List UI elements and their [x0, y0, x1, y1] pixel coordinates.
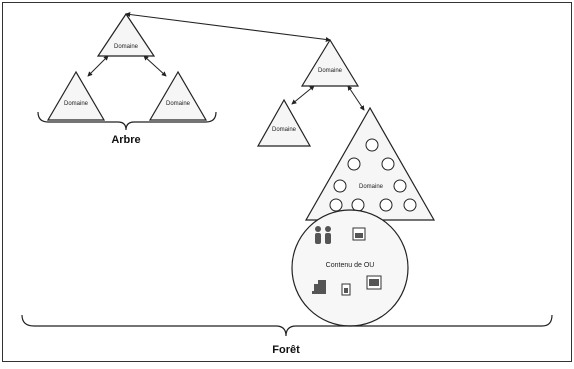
domain-label: Domaine	[64, 101, 89, 107]
tree-brace	[37, 111, 217, 131]
ou-node	[393, 179, 407, 193]
trust-link-root-child	[291, 85, 315, 105]
domain-label: Domaine	[166, 101, 191, 107]
domain-label: Domaine	[114, 44, 139, 50]
domain-label: Domaine	[359, 184, 384, 190]
domain-label: Domaine	[272, 127, 297, 133]
ou-node	[365, 138, 379, 152]
domain-tree-left[interactable]: Domaine	[46, 70, 106, 121]
trust-link-tree-left	[87, 55, 109, 77]
forest-brace	[21, 314, 553, 337]
file-icon	[341, 283, 351, 296]
users-icon	[315, 226, 331, 244]
trust-link-tree-to-root	[125, 12, 331, 42]
ou-node	[381, 157, 395, 171]
ou-contents-circle[interactable]: Contenu de OU	[291, 209, 409, 327]
trust-link-tree-right	[143, 55, 167, 77]
domain-root-right[interactable]: Domaine	[300, 38, 360, 87]
ou-node	[379, 198, 393, 212]
printer-icon	[352, 227, 366, 241]
outer-border	[2, 2, 572, 362]
ou-node	[351, 198, 365, 212]
forest-label: Forêt	[272, 344, 300, 356]
computer-icon	[312, 280, 326, 294]
domain-big[interactable]: Domaine	[304, 106, 436, 221]
trust-link-root-big	[347, 85, 365, 111]
ou-node	[403, 198, 417, 212]
domain-tree-right[interactable]: Domaine	[148, 70, 208, 121]
ou-node	[347, 157, 361, 171]
domain-label: Domaine	[318, 68, 343, 74]
tree-label: Arbre	[111, 134, 140, 146]
domain-child-left[interactable]: Domaine	[256, 98, 312, 147]
domain-tree-top[interactable]: Domaine	[96, 12, 156, 57]
ou-node	[333, 179, 347, 193]
shared-folder-icon	[366, 275, 382, 290]
ou-contents-label: Contenu de OU	[326, 262, 375, 269]
ou-node	[329, 198, 343, 212]
